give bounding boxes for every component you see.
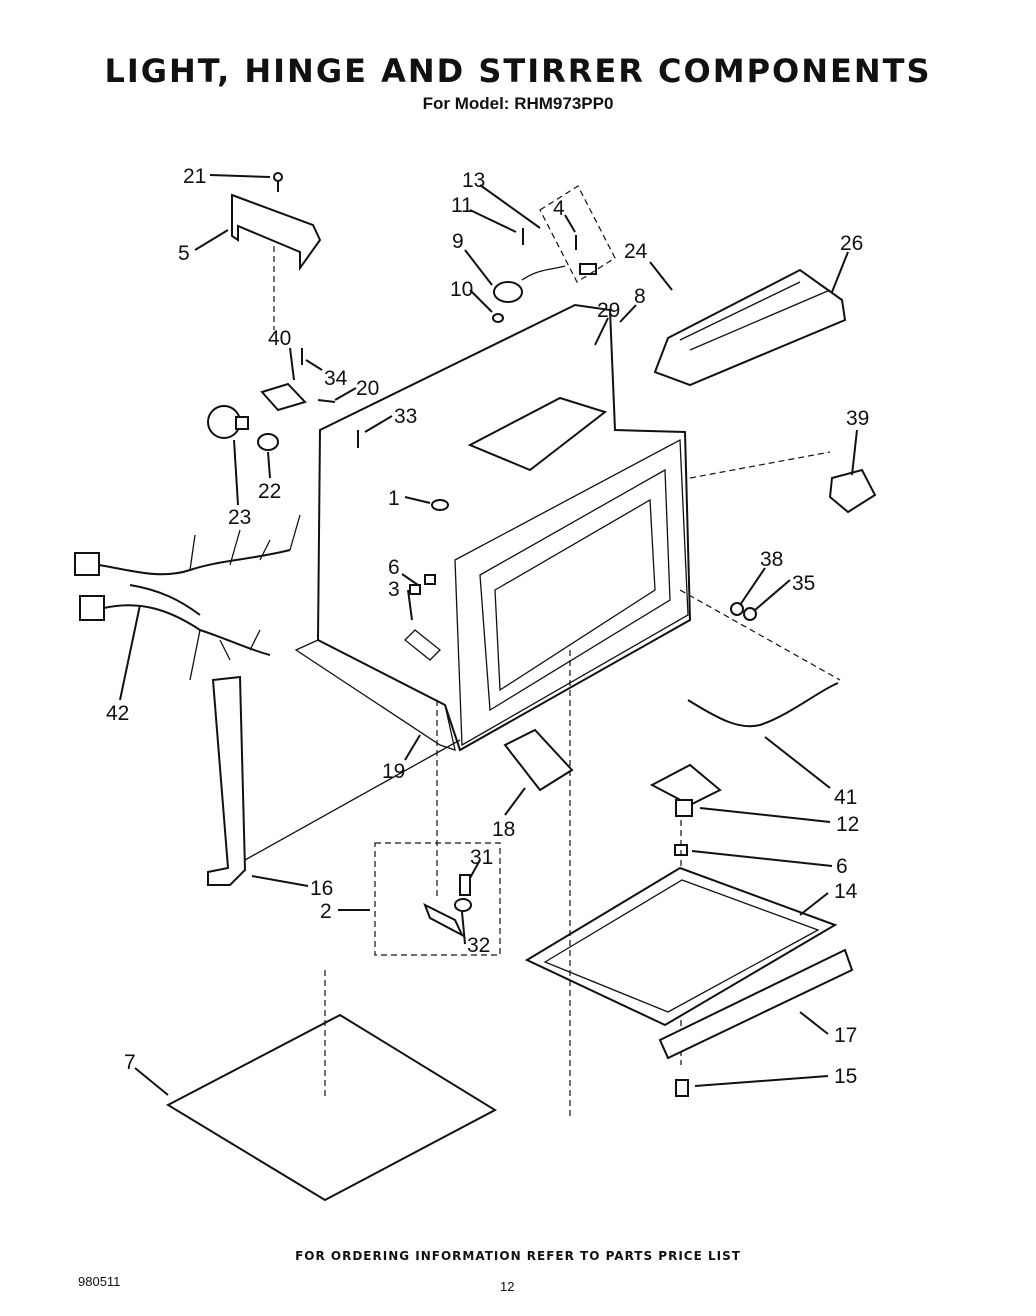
part-washer-nut [679, 589, 841, 681]
callout-2: 2 [320, 900, 332, 923]
callout-6: 6 [388, 556, 400, 579]
part-stirrer-blade [649, 763, 722, 817]
callout-8: 8 [634, 285, 646, 308]
leader-lines [119, 174, 858, 1096]
callout-29: 29 [597, 299, 620, 322]
callout-10: 10 [450, 278, 473, 301]
callout-32: 32 [467, 934, 490, 957]
callout-42: 42 [106, 702, 129, 725]
callout-33: 33 [394, 405, 417, 428]
part-screw-21 [273, 172, 283, 192]
part-oven-cavity [294, 303, 692, 752]
part-wire-harness [74, 514, 301, 681]
callout-34: 34 [324, 367, 348, 390]
part-top-bracket [231, 193, 322, 330]
callout-14: 14 [834, 880, 858, 903]
callout-15: 15 [834, 1065, 857, 1088]
callout-18: 18 [492, 818, 515, 841]
document-number: 980511 [78, 1274, 121, 1289]
model-subtitle: For Model: RHM973PP0 [422, 94, 614, 113]
part-bumper-1 [431, 499, 449, 511]
page-number: 12 [500, 1279, 515, 1294]
callout-5: 5 [178, 242, 190, 265]
callout-23: 23 [228, 506, 251, 529]
callout-31: 31 [470, 846, 493, 869]
part-cover-plate [503, 728, 574, 792]
part-light-motor [492, 185, 616, 323]
part-light-fasteners [260, 348, 359, 448]
callout-20: 20 [356, 377, 379, 400]
callout-38: 38 [760, 548, 783, 571]
callout-3: 3 [388, 578, 400, 601]
part-stirrer-cover [524, 866, 854, 1060]
part-stirrer-cable [687, 682, 839, 728]
callout-39: 39 [846, 407, 869, 430]
callout-40: 40 [268, 327, 291, 350]
ordering-note: FOR ORDERING INFORMATION REFER TO PARTS … [295, 1249, 741, 1263]
part-vent-grille [653, 268, 847, 387]
callout-7: 7 [124, 1051, 136, 1074]
part-glass-tray [165, 650, 571, 1202]
part-hinge-strap [207, 675, 461, 886]
part-light-bulb [207, 405, 279, 451]
callout-16: 16 [310, 877, 333, 900]
part-screw-15 [675, 1079, 689, 1097]
callout-9: 9 [452, 230, 464, 253]
callout-4: 4 [553, 197, 565, 220]
callout-35: 35 [792, 572, 815, 595]
part-side-fasteners [409, 574, 436, 595]
callout-6b: 6 [836, 855, 848, 878]
callout-24: 24 [624, 240, 648, 263]
callout-41: 41 [834, 786, 857, 809]
part-door-switch [689, 451, 877, 514]
page-title: LIGHT, HINGE AND STIRRER COMPONENTS [104, 52, 932, 90]
callout-11: 11 [451, 194, 473, 217]
callout-22: 22 [258, 480, 281, 503]
callout-labels: 21 5 13 11 4 9 10 24 26 8 29 40 34 20 33… [106, 165, 869, 1088]
callout-13: 13 [462, 169, 485, 192]
callout-19: 19 [382, 760, 405, 783]
callout-1: 1 [388, 487, 400, 510]
callout-12: 12 [836, 813, 859, 836]
callout-21: 21 [183, 165, 206, 188]
callout-26: 26 [840, 232, 863, 255]
part-hinge-kit [374, 842, 501, 956]
callout-17: 17 [834, 1024, 857, 1047]
